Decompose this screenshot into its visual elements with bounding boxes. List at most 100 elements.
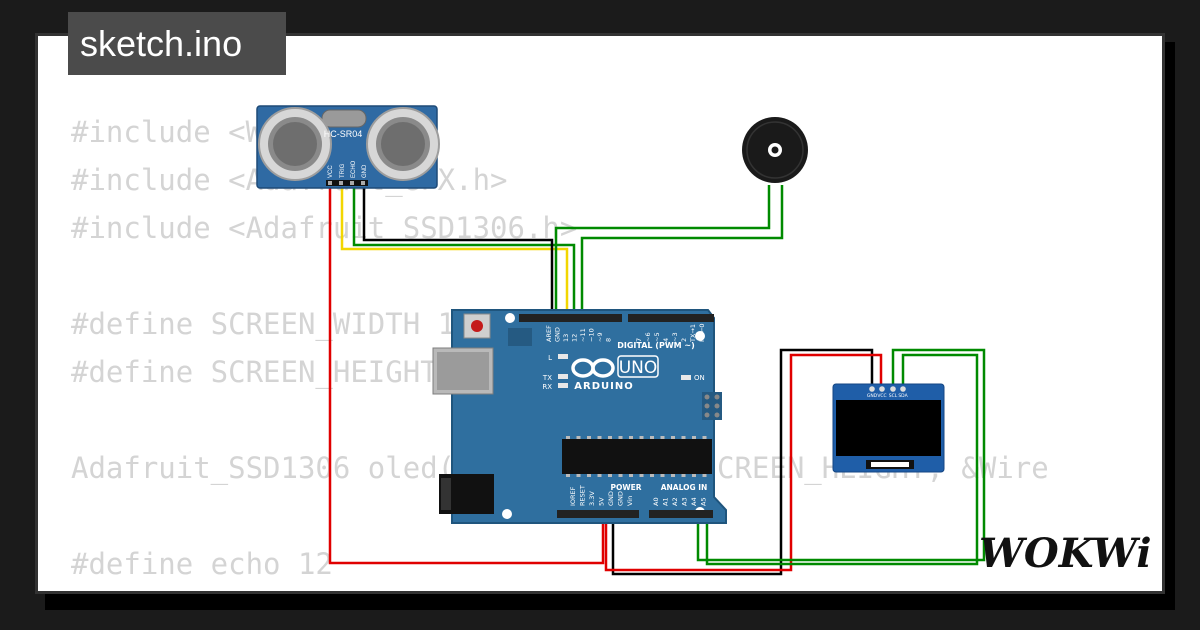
oled-pin-label: SDA [898,393,908,399]
chip-leg [702,436,707,439]
icsp-header [702,392,722,420]
chip-leg [587,474,591,477]
digital-pin-label: ~9 [596,332,604,342]
oled-pin-label: VCC [877,393,886,399]
wire-sensor-echo[interactable] [352,186,576,318]
sensor-pin-label: VCC [328,165,334,178]
power-pin-label: 3.3V [588,491,596,506]
chip-leg [692,436,696,439]
sensor-pin-label: ECHO [351,160,357,178]
chip-leg [650,436,654,439]
atmega-chip [562,436,712,477]
file-title-tab: sketch.ino [68,12,286,75]
wire-oled-scl[interactable] [696,348,986,562]
digital-pin-label: 8 [605,338,613,342]
power-pin-label: RESET [579,485,587,506]
chip-leg [618,436,623,439]
chip-leg [660,474,665,477]
wire-sensor-vcc[interactable] [328,186,605,565]
led-label: RX [542,383,552,391]
chip-leg [576,436,581,439]
sensor-pin-header[interactable] [326,180,368,186]
power-pin-label: GND [607,491,615,506]
digital-pin-label: GND [554,327,562,342]
digital-pin-label: 13 [562,334,570,342]
digital-pin-label: RX←0 [698,323,706,342]
chip-leg [629,474,633,477]
digital-header[interactable] [519,314,714,322]
digital-pin-label: 2 [680,338,688,342]
power-header[interactable] [557,510,639,518]
board-model-label: UNO [619,358,658,378]
wire-oled-sda[interactable] [705,353,979,566]
led-label: L [548,354,552,362]
code-line: #define echo 12 [71,547,333,581]
digital-header-label: DIGITAL (PWM ~) [617,341,695,350]
chip-leg [681,474,686,477]
analog-pin-label: A2 [671,497,679,506]
digital-pin-label: ~3 [671,332,679,342]
oled-pin-label: GND [867,393,878,399]
chip-leg [576,474,581,477]
chip-leg [566,474,570,477]
board-brand-label: ARDUINO [574,381,633,392]
digital-pin-label: 7 [635,338,643,342]
wire-sensor-trig[interactable] [340,186,569,318]
digital-pin-label: AREF [545,325,553,342]
digital-pin-label: ~10 [588,328,596,342]
sensor-model-label: HC-SR04 [324,129,363,139]
chip-leg [702,474,707,477]
power-pin-label: 5V [598,497,606,506]
wire-oled-vcc[interactable] [604,353,883,572]
ultrasonic-sensor[interactable]: HC-SR04 VCC TRIG ECHO GND [256,105,440,189]
wire-buzzer-2[interactable] [580,185,784,318]
chip-leg [692,474,696,477]
digital-pin-label: 12 [571,334,579,342]
chip-leg [639,474,644,477]
analog-header-label: ANALOG IN [661,483,708,492]
chip-leg [671,474,675,477]
digital-pin-label: ~5 [653,332,661,342]
power-pin-label: Vin [626,496,634,506]
on-led-label: ON [694,374,705,382]
power-header-label: POWER [610,483,641,492]
chip-leg [618,474,623,477]
chip-leg [608,474,612,477]
chip-leg [587,436,591,439]
chip-leg [660,436,665,439]
wire-buzzer-1[interactable] [554,185,771,318]
chip-leg [566,436,570,439]
arduino-infinity-logo [571,358,615,378]
chip-leg [629,436,633,439]
power-pin-label: GND [617,491,625,506]
led-label: TX [542,374,552,382]
wire-sensor-gnd[interactable] [362,186,554,318]
digital-pin-label: TX→1 [689,324,697,343]
chip-leg [608,436,612,439]
chip-leg [681,436,686,439]
digital-pin-label: 4 [662,338,670,342]
chip-leg [597,436,602,439]
analog-pin-label: A4 [690,497,698,506]
oled-pin-label: SCL [889,393,898,399]
wokwi-logo: WOKWi [979,530,1152,577]
piezo-buzzer[interactable] [742,117,808,183]
chip-leg [671,436,675,439]
digital-pin-label: ~11 [579,328,587,342]
sensor-pin-label: TRIG [340,163,346,178]
chip-leg [650,474,654,477]
sensor-pin-label: GND [362,164,368,178]
analog-pin-label: A1 [662,497,670,506]
chip-leg [597,474,602,477]
power-pin-label: IOREF [569,486,577,506]
chip-leg [639,436,644,439]
analog-pin-label: A0 [652,497,660,506]
analog-pin-label: A3 [681,497,689,506]
analog-header[interactable] [649,510,713,518]
wires [328,185,986,576]
digital-pin-label: ~6 [644,332,652,342]
reset-button[interactable] [463,313,491,339]
